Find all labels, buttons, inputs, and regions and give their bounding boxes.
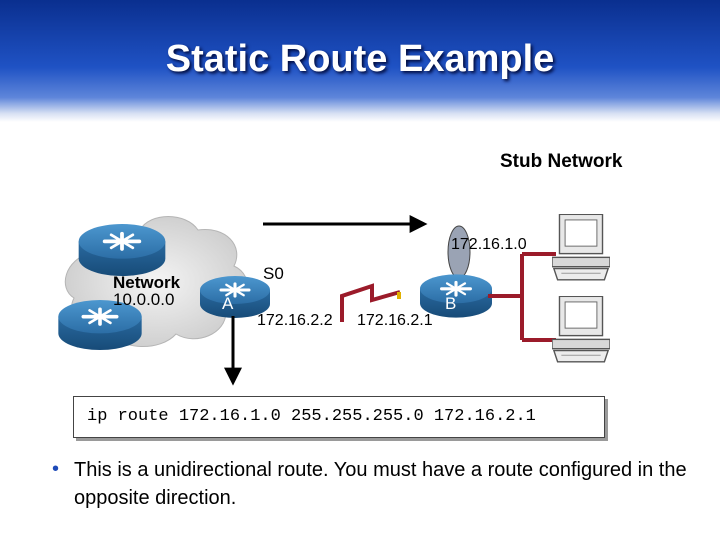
router-b-label: B [445,294,457,313]
router-icon [78,224,166,276]
interface-label: S0 [263,264,284,283]
stub-ip-label: 172.16.1.0 [451,236,527,253]
workstation-icon [552,214,610,281]
network-label: Network [113,273,181,292]
command-box: ip route 172.16.1.0 255.255.255.0 172.16… [73,396,605,438]
lan-link [488,252,556,342]
ip-b-label: 172.16.2.1 [357,312,433,329]
ip-a-label: 172.16.2.2 [257,312,333,329]
stub-network-label: Stub Network [500,151,623,172]
title-banner [0,0,720,122]
bullet-icon: • [52,458,60,480]
serial-link [340,283,401,322]
page-title: Static Route Example [165,38,555,80]
router-a-label: A [222,294,234,313]
bullet-text: This is a unidirectional route. You must… [74,459,687,509]
link-marker [397,292,401,299]
workstation-icon [552,296,610,363]
route-command: ip route 172.16.1.0 255.255.255.0 172.16… [87,407,536,426]
network-address: 10.0.0.0 [113,290,175,309]
